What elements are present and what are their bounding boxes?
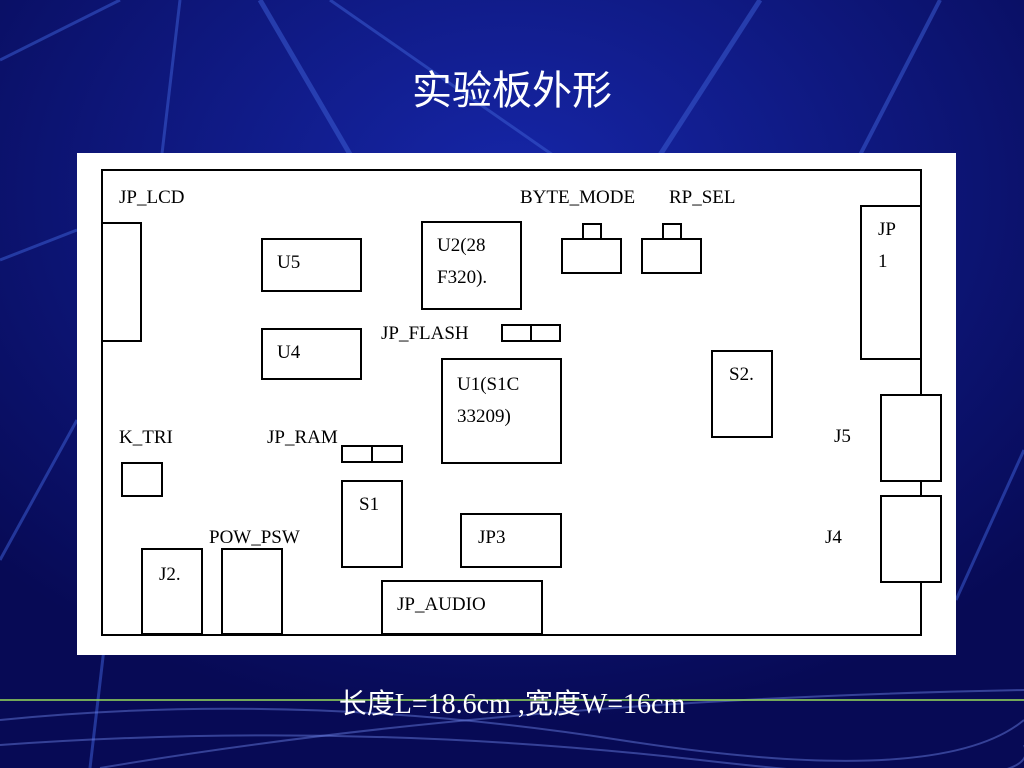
jp1-label-line1: JP <box>878 219 896 240</box>
board-dimensions-caption: 长度L=18.6cm ,宽度W=16cm <box>338 689 686 720</box>
byte-mode-jumper <box>561 238 622 274</box>
rp-sel-jumper-tab <box>662 223 682 240</box>
jp3-label: JP3 <box>478 527 506 548</box>
u5-label: U5 <box>277 252 301 273</box>
jp-ram-label: JP_RAM <box>267 427 338 448</box>
jp-ram-pin-2 <box>371 445 403 463</box>
jp-flash-label: JP_FLASH <box>381 323 469 344</box>
pow-psw-label: POW_PSW <box>209 527 300 548</box>
jp-lcd-label: JP_LCD <box>119 187 185 208</box>
j4-label: J4 <box>825 527 842 548</box>
s1-label: S1 <box>359 494 380 515</box>
u2-label-line1: U2(28 <box>437 235 486 256</box>
jp-lcd-connector <box>101 222 142 342</box>
j4-connector <box>880 495 942 583</box>
u4-chip: U4 <box>261 328 362 380</box>
jp1-label-line2: 1 <box>878 251 888 272</box>
u1-label-line1: U1(S1C <box>457 374 520 395</box>
s1-switch: S1 <box>341 480 403 568</box>
s2-label: S2. <box>729 364 754 385</box>
u1-cpu-chip: U1(S1C 33209) <box>441 358 562 464</box>
j2-label: J2. <box>159 564 181 585</box>
jp3-connector: JP3 <box>460 513 562 568</box>
slide-title: 实验板外形 <box>412 68 612 114</box>
jp1-connector: JP 1 <box>860 205 922 360</box>
board-outline: JP_LCD U5 U4 U2(28 F320). BYTE_MODE RP_S… <box>101 169 942 636</box>
byte-mode-jumper-tab <box>582 223 602 240</box>
j2-connector: J2. <box>141 548 203 635</box>
k-tri-label: K_TRI <box>119 427 173 448</box>
u5-chip: U5 <box>261 238 362 292</box>
board-diagram-panel: JP_LCD U5 U4 U2(28 F320). BYTE_MODE RP_S… <box>77 153 956 655</box>
j5-connector <box>880 394 942 482</box>
u2-flash-chip: U2(28 F320). <box>421 221 522 310</box>
jp-flash-pin-2 <box>530 324 561 342</box>
rp-sel-jumper <box>641 238 702 274</box>
pow-psw-switch <box>221 548 283 635</box>
j5-label: J5 <box>834 426 851 447</box>
jp-flash-pin-1 <box>501 324 532 342</box>
u1-label-line2: 33209) <box>457 406 511 427</box>
u4-label: U4 <box>277 342 301 363</box>
k-tri-switch <box>121 462 163 497</box>
jp-audio-connector: JP_AUDIO <box>381 580 543 635</box>
s2-switch: S2. <box>711 350 773 438</box>
jp-ram-pin-1 <box>341 445 373 463</box>
u2-label-line2: F320). <box>437 267 488 288</box>
rp-sel-label: RP_SEL <box>669 187 736 208</box>
byte-mode-label: BYTE_MODE <box>520 187 636 208</box>
jp-audio-label: JP_AUDIO <box>397 594 486 615</box>
